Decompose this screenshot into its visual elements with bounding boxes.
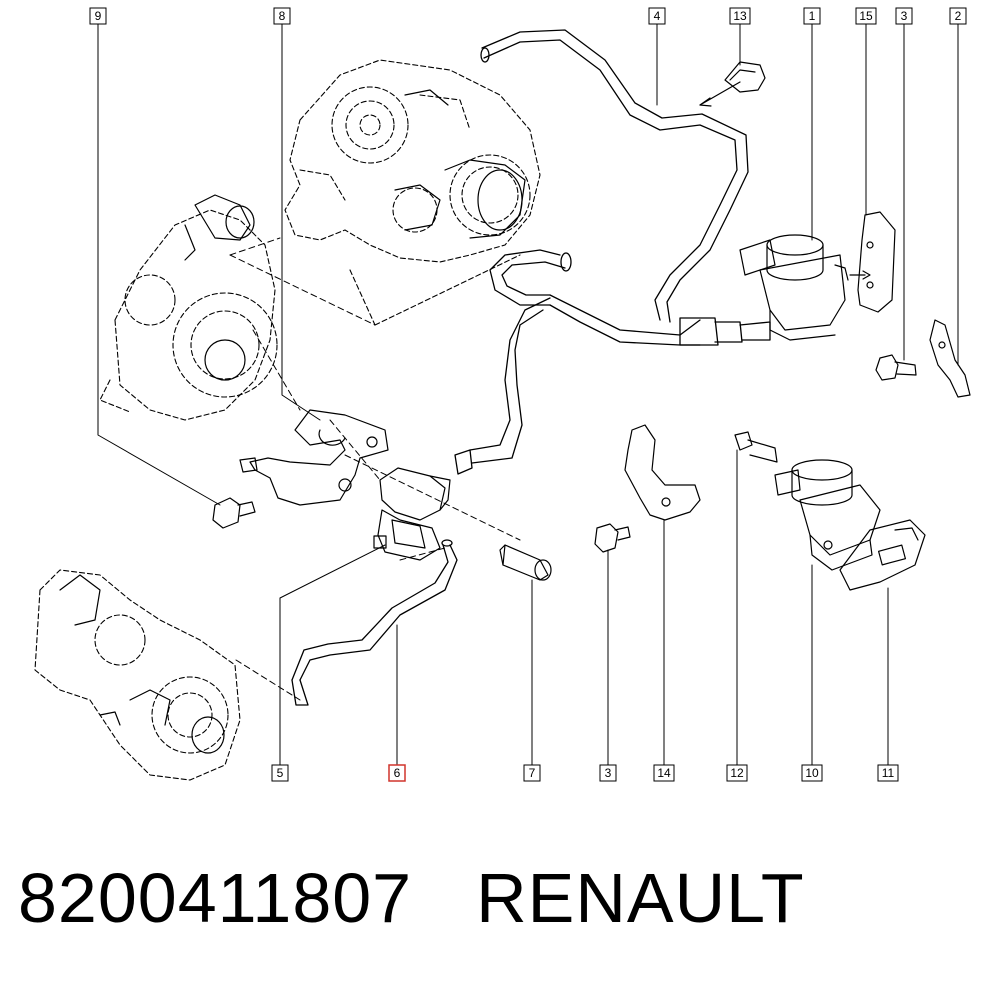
footer-caption: 8200411807 RENAULT — [18, 858, 978, 948]
turbocharger-drawing — [284, 59, 541, 326]
solenoid-valve-5 — [373, 467, 451, 561]
alternator-solid-details — [184, 194, 255, 381]
svg-text:14: 14 — [657, 766, 671, 780]
svg-text:8: 8 — [279, 9, 286, 23]
bracket-8 — [239, 409, 389, 506]
egr-valve-solid-details — [59, 574, 225, 754]
callout-13: 13 — [729, 7, 751, 25]
svg-text:12: 12 — [730, 766, 744, 780]
callout-3-top: 3 — [895, 7, 913, 25]
callout-5: 5 — [271, 764, 289, 782]
solenoid-valve-1 — [739, 234, 849, 341]
callout-6-highlighted: 6 — [388, 764, 406, 782]
callout-3-bottom: 3 — [599, 764, 617, 782]
egr-valve-drawing — [34, 569, 241, 781]
svg-text:15: 15 — [859, 9, 873, 23]
direction-arrows — [699, 81, 871, 280]
svg-text:3: 3 — [605, 766, 612, 780]
connector-bracket-11 — [839, 519, 926, 591]
svg-text:13: 13 — [733, 9, 747, 23]
svg-text:2: 2 — [955, 9, 962, 23]
dashed-leader-lines — [229, 237, 521, 701]
bracket-15 — [857, 211, 896, 313]
hose-center-down — [454, 297, 551, 475]
svg-text:5: 5 — [277, 766, 284, 780]
callout-11: 11 — [877, 764, 899, 782]
svg-text:11: 11 — [882, 766, 895, 780]
screw-9 — [212, 497, 256, 529]
callout-1: 1 — [803, 7, 821, 25]
callout-8: 8 — [273, 7, 291, 25]
part-number: 8200411807 — [18, 859, 413, 937]
alternator-drawing — [99, 209, 278, 421]
hose-bundle-center — [489, 249, 771, 346]
screw-3-top — [875, 354, 917, 381]
callout-7: 7 — [523, 764, 541, 782]
svg-text:1: 1 — [809, 9, 816, 23]
bracket-14 — [624, 424, 701, 521]
callout-leader-lines — [97, 23, 959, 766]
turbocharger-solid-details — [394, 89, 526, 239]
svg-text:7: 7 — [529, 766, 536, 780]
brand-name: RENAULT — [476, 859, 805, 937]
svg-text:6: 6 — [394, 766, 401, 780]
callout-15: 15 — [855, 7, 877, 25]
svg-text:3: 3 — [901, 9, 908, 23]
callout-2: 2 — [949, 7, 967, 25]
bolt-7 — [499, 544, 552, 581]
callout-4: 4 — [648, 7, 666, 25]
svg-text:4: 4 — [654, 9, 661, 23]
callout-labels: 9 8 4 13 1 15 3 2 5 6 7 3 14 12 10 11 — [89, 7, 967, 782]
hose-6 — [291, 539, 458, 706]
callout-12: 12 — [726, 764, 748, 782]
bracket-2 — [929, 319, 971, 398]
screw-3-bottom — [594, 523, 631, 553]
solenoid-valve-10 — [774, 459, 881, 571]
callout-10: 10 — [801, 764, 823, 782]
svg-text:10: 10 — [805, 766, 819, 780]
callout-9: 9 — [89, 7, 107, 25]
hose-4 — [480, 29, 749, 323]
bolt-12 — [734, 431, 778, 463]
callout-14: 14 — [653, 764, 675, 782]
svg-text:9: 9 — [95, 9, 102, 23]
